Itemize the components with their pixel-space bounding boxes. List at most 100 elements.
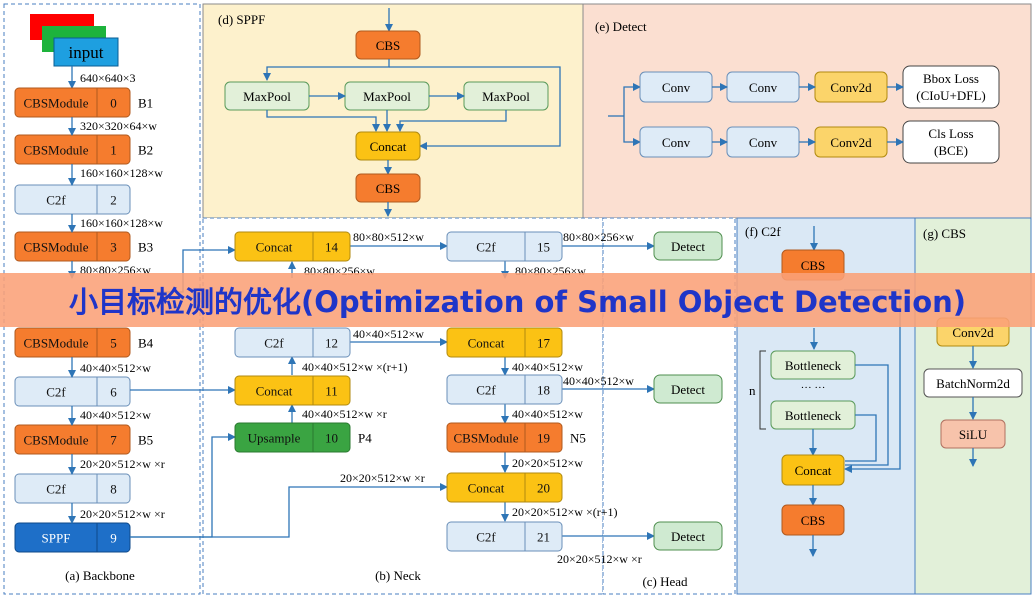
- cbs-conv2d-label: Conv2d: [952, 325, 994, 340]
- neck-block-19: CBSModule 19 N5: [446, 422, 586, 453]
- backbone-block-5-label: CBSModule: [23, 336, 88, 351]
- section-sppf-title: (d) SPPF: [218, 12, 265, 27]
- dim-12-17: 40×40×512×w: [353, 327, 424, 341]
- backbone-block-2-label: C2f: [46, 193, 66, 208]
- input-box: [53, 37, 119, 67]
- dim-11-10: 40×40×512×w ×r: [302, 407, 387, 421]
- c2f-bottleneck-1-label: Bottleneck: [785, 358, 842, 373]
- backbone-dim-2: 160×160×128×w: [80, 216, 163, 230]
- backbone-dim-5: 40×40×512×w: [80, 408, 151, 422]
- backbone-dim-4: 40×40×512×w: [80, 361, 151, 375]
- input-label: input: [69, 43, 104, 62]
- dim-14-15: 80×80×512×w: [353, 230, 424, 244]
- dim-15-detect: 80×80×256×w: [563, 230, 634, 244]
- neck-block-19-label: CBSModule: [453, 431, 518, 446]
- detect-head-p5-label: Detect: [671, 529, 705, 544]
- neck-block-21-index: 21: [537, 530, 550, 545]
- backbone-block-8-index: 8: [110, 482, 117, 497]
- detect-head-p3: [653, 231, 723, 261]
- neck-block-21-label: C2f: [476, 530, 496, 545]
- neck-block-10-tag: P4: [358, 431, 372, 446]
- c2f-concat-label: Concat: [795, 463, 832, 478]
- backbone-block-8-label: C2f: [46, 482, 66, 497]
- detect-head-p5: [653, 521, 723, 551]
- dim-18-detect: 40×40×512×w: [563, 374, 634, 388]
- neck-block-18-box: [446, 374, 563, 405]
- detect-conv2d-1-label: Conv2d: [830, 80, 872, 95]
- backbone-block-0-index: 0: [110, 96, 117, 111]
- backbone: input 640×640×3: [30, 14, 136, 89]
- dim-21-detect: 20×20×512×w ×r: [557, 552, 642, 566]
- backbone-block-5-tag: B4: [138, 336, 154, 351]
- c2f-diagram: CBS Bottleneck ··· ··· Bottleneck n Conc…: [749, 226, 901, 557]
- backbone-block-1-index: 1: [110, 143, 117, 158]
- neck-block-14-box: [234, 231, 351, 262]
- neck-block-18-index: 18: [537, 383, 550, 398]
- sppf-maxpool-1-label: MaxPool: [243, 89, 291, 104]
- bbox-loss-sub-label: (CIoU+DFL): [916, 88, 985, 103]
- neck-block-18: C2f 18: [446, 374, 563, 405]
- backbone-block-8: C2f 8: [14, 473, 131, 504]
- detect-diagram: Conv Conv Conv2d Bbox Loss (CIoU+DFL) Co…: [608, 65, 1000, 164]
- neck-connections: [130, 242, 655, 540]
- bbox-loss-label: Bbox Loss: [923, 71, 979, 86]
- neck-block-10-box: [234, 422, 351, 453]
- neck-block-20-box: [446, 472, 563, 503]
- detect-branch-down: [623, 116, 641, 146]
- cbs-silu-label: SiLU: [959, 427, 988, 442]
- neck-block-19-index: 19: [537, 431, 550, 446]
- backbone-block-3-tag: B3: [138, 240, 153, 255]
- backbone-block-6-index: 6: [110, 385, 117, 400]
- neck-block-15-label: C2f: [476, 240, 496, 255]
- cbs-batchnorm-label: BatchNorm2d: [936, 376, 1010, 391]
- sppf-concat-label: Concat: [370, 139, 407, 154]
- sppf-branch-line: [263, 59, 390, 81]
- neck-block-10-index: 10: [325, 431, 338, 446]
- backbone-block-1-tag: B2: [138, 143, 153, 158]
- backbone-block-9-label: SPPF: [42, 531, 71, 546]
- neck-block-14-index: 14: [325, 240, 339, 255]
- detect-panel: [582, 3, 1032, 219]
- neck-block-21: C2f 21: [446, 521, 563, 552]
- neck-block-11-label: Concat: [256, 384, 293, 399]
- dim-12-11: 40×40×512×w ×(r+1): [302, 360, 408, 374]
- sppf-cbs-bottom-label: CBS: [376, 181, 401, 196]
- section-detect-title: (e) Detect: [595, 19, 647, 34]
- backbone-block-7-index: 7: [110, 433, 117, 448]
- neck-block-18-label: C2f: [476, 383, 496, 398]
- sppf-cbs-top: [355, 30, 421, 60]
- neck-block-20-label: Concat: [468, 481, 505, 496]
- cls-loss-sub-label: (BCE): [934, 143, 968, 158]
- detect-conv-2b-label: Conv: [749, 135, 778, 150]
- section-c2f-title: (f) C2f: [745, 224, 781, 239]
- sppf-cbs-top-label: CBS: [376, 38, 401, 53]
- detect-conv2d-2-label: Conv2d: [830, 135, 872, 150]
- link-9-20: [130, 483, 448, 538]
- neck-block-17-index: 17: [537, 336, 551, 351]
- dim-18-19: 40×40×512×w: [512, 407, 583, 421]
- neck-block-12-box: [234, 327, 351, 358]
- neck-block-11-box: [234, 375, 351, 406]
- detect-head-p4-label: Detect: [671, 382, 705, 397]
- section-cbs-title: (g) CBS: [923, 226, 966, 241]
- detect-conv-1b-label: Conv: [749, 80, 778, 95]
- section-backbone-title: (a) Backbone: [65, 568, 135, 583]
- c2f-cbs-top-label: CBS: [801, 258, 826, 273]
- detect-conv-1a-label: Conv: [662, 80, 691, 95]
- sppf-mp3-down: [396, 110, 507, 132]
- title-banner: 小目标检测的优化(Optimization of Small Object De…: [0, 273, 1035, 327]
- dim-input: 640×640×3: [80, 71, 136, 85]
- c2f-n-label: n: [749, 383, 756, 398]
- neck-block-19-tag: N5: [570, 431, 586, 446]
